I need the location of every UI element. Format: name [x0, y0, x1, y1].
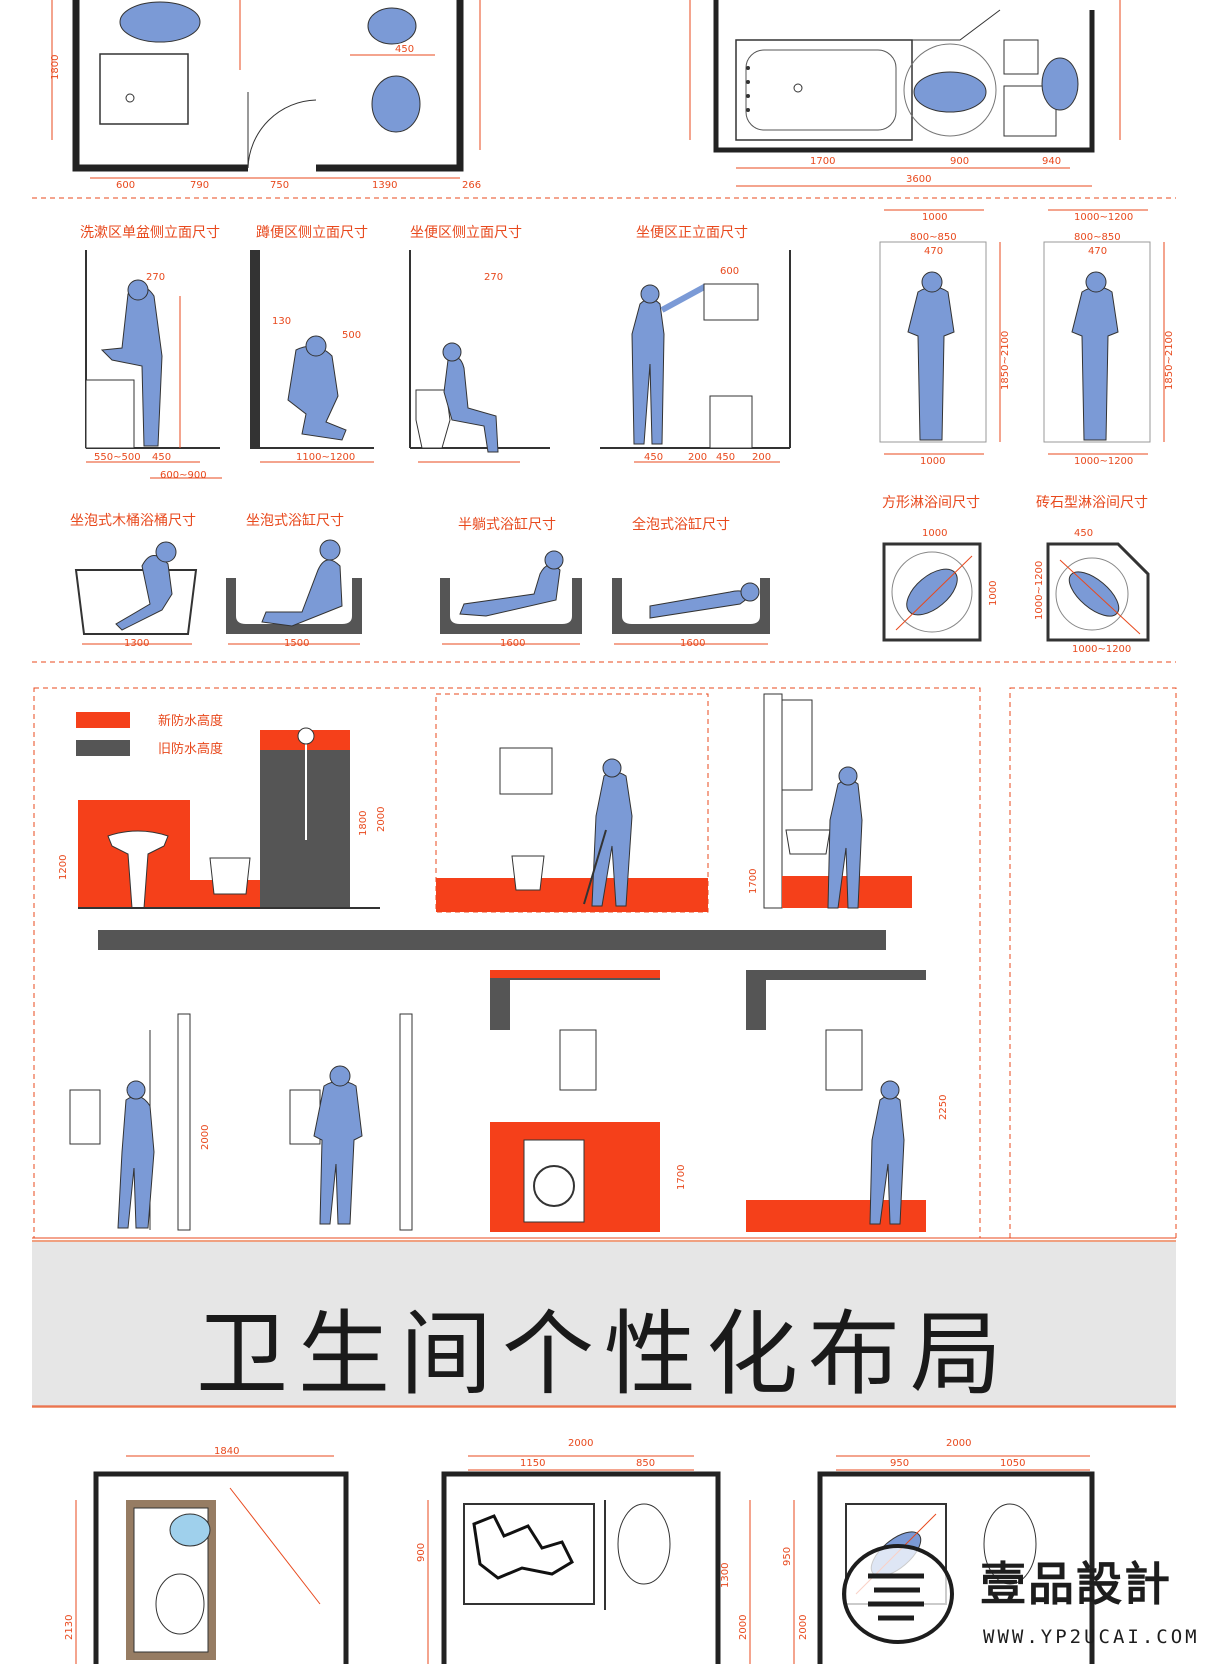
dim-wp-4: 2000 [200, 1124, 211, 1150]
dim-wp-6: 2250 [938, 1094, 949, 1120]
dim-left-side: 1800 [50, 54, 61, 80]
dim-shower-b-bottom: 1000~1200 [1074, 456, 1134, 467]
dim-square-side: 1000 [988, 580, 999, 606]
caption-full-tub: 全泡式浴缸尺寸 [632, 517, 730, 533]
dim-right-1: 900 [950, 156, 970, 167]
dim-plan3-side-0: 950 [782, 1546, 793, 1566]
legend-old-swatch [76, 740, 130, 756]
dim-plan2-sub-0: 1150 [520, 1458, 546, 1469]
dim-seat-front-4: 200 [752, 452, 772, 463]
dim-plan2-sub-1: 850 [636, 1458, 656, 1469]
dim-plan3-sub-0: 950 [890, 1458, 910, 1469]
caption-brick-shower: 砖石型淋浴间尺寸 [1036, 495, 1148, 511]
dim-plan1-side: 2130 [64, 1614, 75, 1640]
dim-wash-2: 450 [152, 452, 172, 463]
dim-plan1-top: 1840 [214, 1446, 240, 1457]
dim-shower-b-height: 1850~2100 [1164, 330, 1175, 390]
dim-right-total: 3600 [906, 174, 932, 185]
caption-wash-basin: 洗漱区单盆侧立面尺寸 [80, 225, 220, 241]
dim-shower-b-2: 470 [1088, 246, 1108, 257]
dim-plan2-side-1: 1300 [720, 1562, 731, 1588]
caption-seat-front: 坐便区正立面尺寸 [636, 225, 748, 241]
dim-tub-0: 1300 [124, 638, 150, 649]
bottom-floor-plans [32, 1405, 1176, 1664]
dim-squat-1: 500 [342, 330, 362, 341]
top-floor-plans [32, 0, 1176, 199]
dim-shower-a-2: 470 [924, 246, 944, 257]
legend-new-swatch [76, 712, 130, 728]
dim-right-0: 1700 [810, 156, 836, 167]
dim-seat-front-3: 450 [716, 452, 736, 463]
dim-left-4: 266 [462, 180, 482, 191]
tub-drawings [32, 539, 1176, 663]
caption-seat-side: 坐便区侧立面尺寸 [410, 225, 522, 241]
dim-square-top: 1000 [922, 528, 948, 539]
dim-shower-a-bottom: 1000 [920, 456, 946, 467]
dim-wash-3: 600~900 [160, 470, 207, 481]
dim-shower-a-0: 1000 [922, 212, 948, 223]
dim-seat-front-0: 600 [720, 266, 740, 277]
dim-right-2: 940 [1042, 156, 1062, 167]
dim-wp-5: 1700 [676, 1164, 687, 1190]
dim-brick-top: 450 [1074, 528, 1094, 539]
dim-shower-b-1: 800~850 [1074, 232, 1121, 243]
dim-plan3-side-1: 2000 [798, 1614, 809, 1640]
dim-tub-3: 1600 [680, 638, 706, 649]
dim-shower-a-1: 800~850 [910, 232, 957, 243]
caption-square-shower: 方形淋浴间尺寸 [882, 495, 980, 511]
caption-wooden-tub: 坐泡式木桶浴桶尺寸 [70, 513, 196, 529]
dim-door-note: 450 [395, 44, 415, 55]
caption-seat-tub: 坐泡式浴缸尺寸 [246, 513, 344, 529]
legend-old-label: 旧防水高度 [158, 742, 224, 757]
dim-brick-side: 1000~1200 [1034, 560, 1045, 620]
dim-seat-side: 270 [484, 272, 504, 283]
dim-tub-2: 1600 [500, 638, 526, 649]
legend-new-label: 新防水高度 [158, 714, 224, 729]
dim-left-2: 750 [270, 180, 290, 191]
dim-brick-bottom: 1000~1200 [1072, 644, 1132, 655]
dim-wash-0: 270 [146, 272, 166, 283]
dim-shower-a-height: 1850~2100 [1000, 330, 1011, 390]
section-banner: 卫生间个性化布局 [32, 1240, 1176, 1408]
banner-title: 卫生间个性化布局 [195, 1301, 1012, 1408]
dim-seat-front-2: 200 [688, 452, 708, 463]
dim-squat-0: 130 [272, 316, 292, 327]
dim-wp-2: 2000 [376, 806, 387, 832]
caption-squat-toilet: 蹲便区侧立面尺寸 [256, 225, 368, 241]
dim-squat-2: 1100~1200 [296, 452, 356, 463]
dim-left-1: 790 [190, 180, 210, 191]
watermark-url: WWW.YP2UCAI.COM [983, 1626, 1200, 1648]
dim-wp-0: 1200 [58, 854, 69, 880]
dim-shower-b-0: 1000~1200 [1074, 212, 1134, 223]
dim-wp-1: 1800 [358, 810, 369, 836]
dim-plan3-sub-1: 1050 [1000, 1458, 1026, 1469]
elevation-drawings [85, 209, 1165, 479]
dim-plan2-side-0: 900 [416, 1542, 427, 1562]
dim-plan2-top: 2000 [568, 1438, 594, 1449]
waterproof-drawings [32, 687, 1177, 1239]
dim-plan3-top: 2000 [946, 1438, 972, 1449]
caption-half-lying-tub: 半躺式浴缸尺寸 [458, 517, 556, 533]
dim-left-3: 1390 [372, 180, 398, 191]
dim-plan2-side-2: 2000 [738, 1614, 749, 1640]
dim-tub-1: 1500 [284, 638, 310, 649]
watermark-name: 壹品設計 [980, 1557, 1172, 1611]
watermark-logo-icon [842, 1544, 954, 1644]
dim-left-0: 600 [116, 180, 136, 191]
dim-seat-front-1: 450 [644, 452, 664, 463]
dim-wp-3: 1700 [748, 868, 759, 894]
dim-wash-1: 550~500 [94, 452, 141, 463]
